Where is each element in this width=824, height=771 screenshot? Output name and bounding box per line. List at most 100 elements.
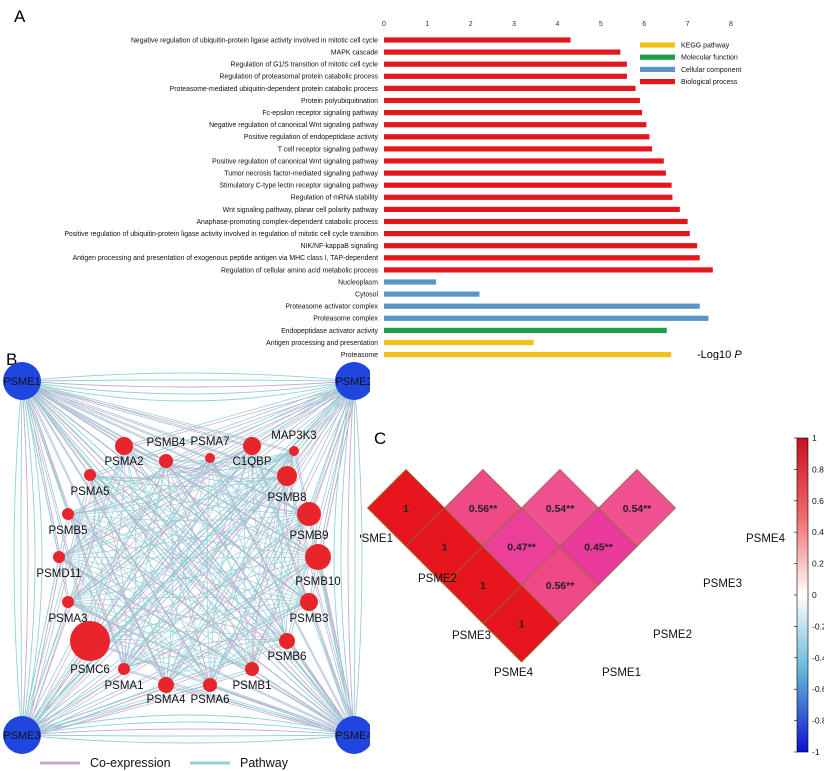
panel-label-b: B [6, 350, 17, 369]
network-edge [21, 380, 167, 686]
network-edge [24, 383, 127, 449]
network-edge [21, 684, 211, 736]
legend-label: Pathway [240, 756, 289, 770]
network-edge [165, 380, 355, 686]
network-edge [253, 383, 358, 672]
gene-node-label: PSMB9 [290, 530, 329, 542]
gene-node [305, 544, 331, 570]
network-edge [167, 383, 358, 688]
colorbar-tick-label: 0 [812, 590, 817, 600]
network-edge [21, 372, 355, 382]
network-edge [21, 380, 288, 477]
gene-node-label: PSMA2 [105, 456, 144, 468]
bar-label: Regulation of G1/S transition of mitotic… [231, 62, 379, 69]
gene-node-label: PSMB4 [147, 437, 187, 449]
bar [384, 146, 653, 152]
bar-label: Proteasome [341, 352, 378, 359]
network-edge [91, 383, 358, 644]
network-edge [24, 452, 297, 739]
network-edge [286, 475, 355, 736]
gene-node [243, 437, 261, 455]
heatmap-value-label: 0.56** [546, 580, 576, 592]
heatmap-value-label: 0.56** [469, 503, 499, 515]
hub-node-label: PSME2 [335, 376, 370, 388]
network-edge [58, 556, 288, 642]
network-edge [67, 513, 355, 736]
gene-node [62, 508, 74, 520]
row-label: PSME3 [452, 630, 491, 642]
network-edge [165, 661, 253, 686]
network-edge [20, 380, 23, 736]
network-edge [24, 383, 255, 449]
panel-label-c: C [374, 429, 386, 448]
heatmap-value-label: 1 [403, 503, 409, 515]
bar [384, 85, 636, 91]
hub-node [3, 716, 41, 754]
network-edge [24, 515, 312, 739]
network-edge [60, 558, 358, 739]
x-tick-label: 4 [556, 21, 560, 28]
network-edge [24, 383, 93, 644]
network-edge [21, 380, 355, 388]
gene-node-label: PSMB8 [268, 492, 307, 504]
x-axis-title: -Log10 P [697, 349, 742, 360]
network-edge [24, 447, 255, 739]
x-tick-label: 6 [642, 21, 646, 28]
gene-node [279, 633, 295, 649]
network-edge [333, 380, 355, 736]
x-tick-label: 5 [599, 21, 603, 28]
bar-label: Nucleoplasm [338, 279, 378, 286]
network-edge [67, 380, 355, 515]
network-edge [21, 457, 211, 736]
bar [384, 158, 664, 164]
hub-node [335, 362, 370, 400]
network-edge [60, 383, 358, 560]
column-label: PSME3 [703, 578, 742, 590]
bar-label: Negative regulation of canonical Wnt sig… [209, 122, 378, 129]
hub-node [3, 362, 41, 400]
bar-label: Stimulatory C-type lectin receptor signa… [219, 183, 378, 190]
network-edge [24, 383, 312, 605]
network-edge [21, 684, 167, 736]
network-edge [24, 477, 290, 739]
gene-node-label: C1QBP [233, 456, 272, 468]
network-edge [69, 383, 358, 517]
row-label: PSME4 [494, 667, 534, 679]
network-edge [24, 447, 127, 739]
bar [384, 49, 621, 55]
x-tick-label: 8 [729, 21, 733, 28]
gene-node-label: PSMB1 [233, 680, 272, 692]
network-edge [21, 601, 310, 736]
colorbar-tick-label: 0.8 [812, 464, 824, 474]
network-edge [21, 380, 355, 395]
network-edge [89, 474, 127, 670]
colorbar-tick-label: 0.2 [812, 559, 824, 569]
network-edge [21, 380, 125, 447]
bar-label: Positive regulation of ubiquitin-protein… [64, 231, 378, 238]
gene-node-label: MAP3K3 [271, 430, 316, 442]
network-edge [286, 380, 355, 477]
gene-node [53, 551, 65, 563]
column-label: PSME4 [746, 533, 786, 545]
network-edge [165, 380, 355, 462]
network-edge [67, 445, 125, 515]
colorbar-tick-label: 0.6 [812, 496, 824, 506]
gene-node [245, 662, 259, 676]
network-edge [21, 380, 310, 515]
bar-label: Positive regulation of canonical Wnt sig… [212, 158, 378, 165]
gene-node [115, 437, 133, 455]
gene-node-label: PSMB5 [49, 525, 88, 537]
bar-label: Tumor necrosis factor-mediated signaling… [224, 171, 378, 178]
network-edge [21, 380, 310, 603]
gene-node-label: PSMA6 [191, 694, 230, 706]
bar [384, 206, 680, 212]
network-edge [89, 474, 319, 558]
gene-node-label: PSMB10 [295, 576, 340, 588]
network-edge [21, 734, 355, 737]
network-edge [251, 668, 355, 736]
network-edge [21, 601, 69, 736]
network-edge [209, 380, 355, 686]
heatmap-value-label: 0.54** [546, 503, 576, 515]
network-edge [69, 603, 358, 739]
